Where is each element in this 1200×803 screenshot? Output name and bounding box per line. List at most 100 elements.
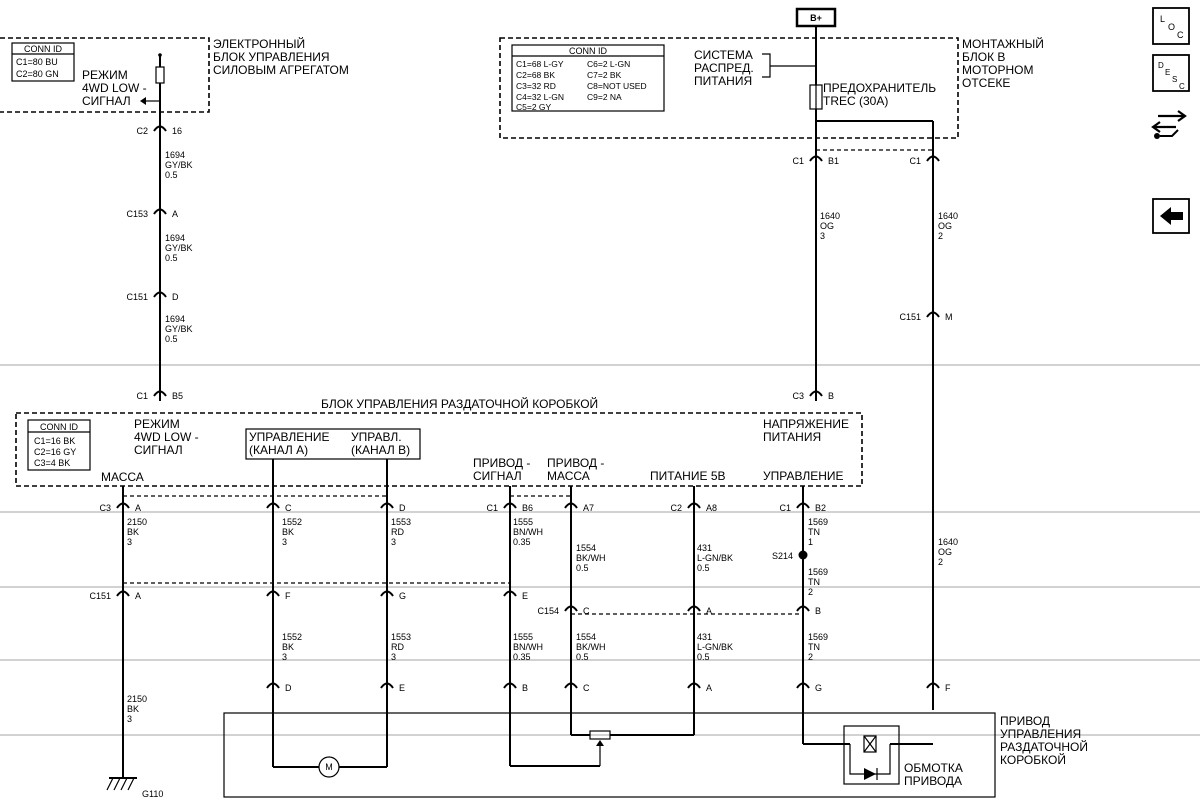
connector-name: C151	[89, 591, 111, 601]
wire-label-line: 0.5	[165, 253, 178, 263]
wire-label-line: 1553	[391, 632, 411, 642]
wire-label-line: 2	[808, 652, 813, 662]
power-dist-line3: ПИТАНИЯ	[694, 74, 752, 88]
wire-label-line: 1569	[808, 567, 828, 577]
loc-letter-main: L	[1160, 14, 1165, 24]
wire-label-line: L-GN/BK	[697, 642, 733, 652]
page-rules	[0, 364, 1200, 736]
description-button[interactable]: D E S C	[1152, 54, 1190, 92]
fuse-conn-c4: C4=32 L-GN	[516, 92, 564, 102]
wire-label-line: 1640	[820, 211, 840, 221]
fuse-block-title-line3: МОТОРНОМ	[962, 63, 1033, 77]
wire-label-line: 3	[820, 231, 825, 241]
wire-label-line: TN	[808, 642, 820, 652]
fuse-conn-c2: C2=68 BK	[516, 70, 555, 80]
location-button[interactable]: L O C	[1152, 7, 1190, 45]
coil-box	[843, 725, 900, 785]
connector-pin: C	[583, 606, 590, 616]
fuse-conn-c8: C8=NOT USED	[587, 81, 647, 91]
wire-label-line: BK	[127, 527, 139, 537]
power-dist-line1: СИСТЕМА	[694, 48, 753, 62]
connector-pin: E	[522, 591, 528, 601]
wire-label-line: 3	[391, 537, 396, 547]
ecm-conn-id-box	[11, 42, 75, 82]
wire-label-line: 1640	[938, 211, 958, 221]
fuse-conn-c6: C6=2 L-GN	[587, 59, 630, 69]
wire-label-line: BN/WH	[513, 527, 543, 537]
fuse-conn-c1: C1=68 L-GY	[516, 59, 564, 69]
connector-name: C1	[779, 503, 791, 513]
loc-letter-sub1: O	[1168, 22, 1175, 32]
supply-line2: ПИТАНИЯ	[763, 430, 821, 444]
wire-label-line: 1694	[165, 233, 185, 243]
wire-label-line: 1552	[282, 632, 302, 642]
actuator-title-line4: КОРОБКОЙ	[1000, 752, 1066, 767]
connector-terminal: E	[503, 590, 528, 601]
connector-pin: A	[135, 591, 141, 601]
actuator-title-line1: ПРИВОД	[1000, 714, 1050, 728]
wire-label-line: GY/BK	[165, 243, 193, 253]
wire-label-line: 1552	[282, 517, 302, 527]
wire-label-line: 3	[127, 537, 132, 547]
connector-pin: A	[135, 503, 141, 513]
wire-label-line: 0.5	[576, 563, 589, 573]
tccm-conn-c2: C2=16 GY	[34, 447, 76, 457]
connector-terminal: A	[687, 682, 712, 693]
connector-terminal: B	[796, 605, 821, 616]
tccm-signal-line1: РЕЖИМ	[134, 417, 180, 431]
wire-label-line: RD	[391, 642, 404, 652]
ecm-conn-id-title: CONN ID	[24, 44, 63, 54]
tccm-conn-id-title: CONN ID	[40, 422, 79, 432]
connector-terminal: G	[380, 590, 406, 601]
conductors	[122, 26, 934, 778]
connector-terminal: A	[687, 605, 712, 616]
ecm-signal-arrow-icon	[140, 97, 146, 105]
connector-view-icon[interactable]	[1151, 110, 1187, 139]
connector-pin: M	[945, 312, 953, 322]
connector-pin: A7	[583, 503, 594, 513]
wire-label-line: 0.5	[165, 334, 178, 344]
wire-label-line: 3	[282, 652, 287, 662]
tccm-conn-c3: C3=4 BK	[34, 458, 70, 468]
wire-label-line: 0.5	[697, 563, 710, 573]
connector-terminal: A7	[564, 502, 594, 513]
wire-label-line: 3	[127, 714, 132, 724]
desc-letter-sub1: E	[1165, 68, 1170, 77]
wire-label-line: 1694	[165, 150, 185, 160]
wire-label-line: 1	[808, 537, 813, 547]
connector-pin: D	[399, 503, 406, 513]
wire-label-line: 3	[282, 537, 287, 547]
wire-label-line: OG	[938, 221, 952, 231]
wire-label-line: BK	[127, 704, 139, 714]
wire-label-line: 1694	[165, 314, 185, 324]
connector-name: C1	[136, 391, 148, 401]
wire-label-line: 1554	[576, 632, 596, 642]
power-dist-line2: РАСПРЕД.	[694, 61, 754, 75]
connector-pin: 16	[172, 126, 182, 136]
wire-label-line: BK/WH	[576, 642, 606, 652]
enc-signal-line1: ПРИВОД -	[473, 456, 530, 470]
connector-pin: C	[285, 503, 292, 513]
ecm-signal-line1: РЕЖИМ	[82, 68, 128, 82]
wire-label-line: 3	[391, 652, 396, 662]
underhood-fuse-block: МОНТАЖНЫЙ БЛОК В МОТОРНОМ ОТСЕКЕ CONN ID…	[499, 36, 1044, 139]
wire-label-line: TN	[808, 527, 820, 537]
connector-terminal: F	[926, 682, 951, 693]
fuse-block-title-line4: ОТСЕКЕ	[962, 76, 1010, 90]
fuse-conn-id-title: CONN ID	[569, 46, 608, 56]
connector-pin: C	[583, 683, 590, 693]
back-button[interactable]	[1152, 198, 1190, 234]
connector-name: C3	[99, 503, 111, 513]
connector-terminal: C3 A	[99, 502, 141, 513]
wire-label-line: 1640	[938, 537, 958, 547]
ecm-conn-c2: C2=80 GN	[16, 69, 59, 79]
